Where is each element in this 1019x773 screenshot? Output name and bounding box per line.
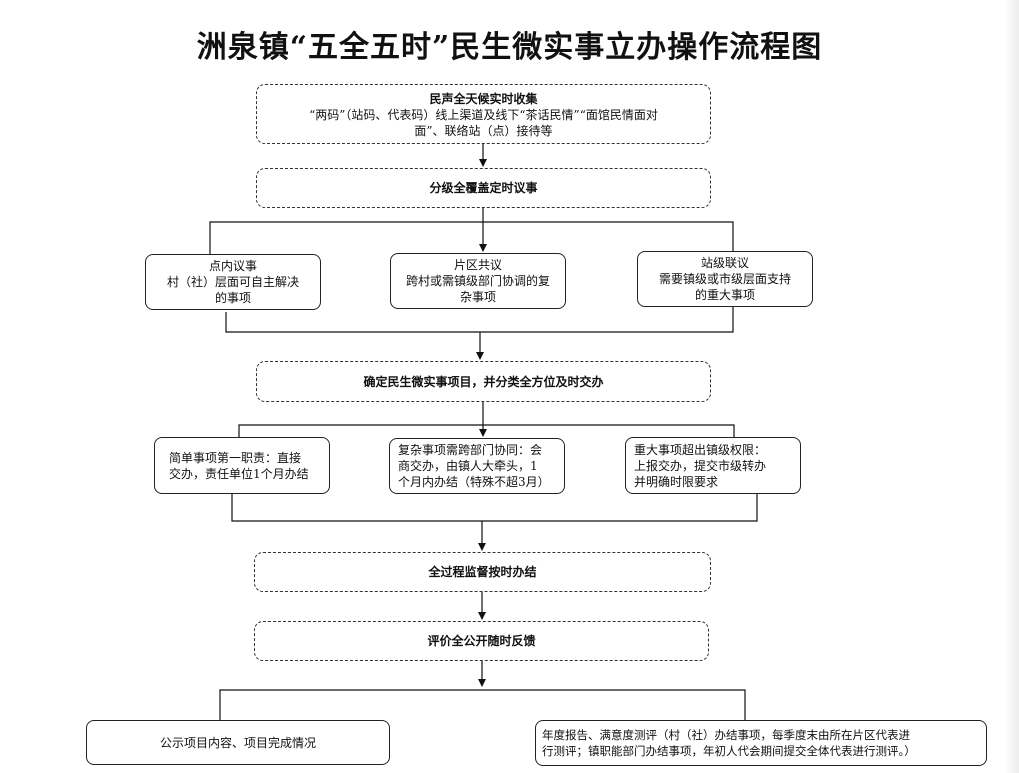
supervise-label: 全过程监督按时办结 (428, 565, 537, 579)
branch-line: 跨村或需镇级部门协调的复 (405, 274, 550, 288)
evaluate-box: 评价全公开随时反馈 (254, 621, 709, 661)
branch-line: 上报交办，提交市级转办 (634, 458, 767, 473)
branch-line: 复杂事项需跨部门协同：会 (398, 443, 543, 457)
bracket-discuss-bottom (225, 307, 734, 333)
discuss-label: 分级全覆盖定时议事 (429, 181, 538, 195)
branch-line: 行测评；镇职能部门办结事项，年初人代会期间提交全体代表进行测评。） (542, 744, 916, 758)
bracket-assign-bottom (231, 494, 758, 522)
branch-line: 站级联议 (700, 256, 749, 270)
page-title: 洲泉镇“五全五时”民生微实事立办操作流程图 (196, 30, 823, 65)
branch-line: 杂事项 (459, 290, 496, 304)
collect-line: 面”、联络站（点）接待等 (414, 123, 553, 138)
branch-line: 公示项目内容、项目完成情况 (159, 735, 316, 750)
evaluate-label: 评价全公开随时反馈 (427, 634, 536, 648)
branch-line: 交办，责任单位1个月办结 (169, 466, 309, 481)
collect-box: 民声全天候实时收集 “两码”（站码、代表码）线上渠道及线下“茶话民情”“面馆民情… (256, 84, 711, 144)
branch-line: 需要镇级或市级层面支持 (658, 272, 791, 286)
discuss-branch-station: 站级联议 需要镇级或市级层面支持 的重大事项 (637, 251, 813, 307)
branch-line: 的重大事项 (694, 288, 755, 302)
feedback-branch-publicity: 公示项目内容、项目完成情况 (86, 720, 390, 765)
discuss-box: 分级全覆盖定时议事 (256, 168, 711, 208)
feedback-branch-assessment: 年度报告、满意度测评（村（社）办结事项，每季度末由所在片区代表进 行测评；镇职能… (535, 720, 987, 766)
collect-heading: 民声全天候实时收集 (429, 91, 538, 106)
supervise-box: 全过程监督按时办结 (254, 552, 711, 592)
bracket-discuss (209, 221, 734, 255)
page-edge-shadow (1005, 0, 1019, 773)
confirm-label: 确定民生微实事项目，并分类全方位及时交办 (363, 374, 604, 389)
branch-line: 重大事项超出镇级权限： (634, 442, 767, 457)
bracket-feedback (219, 689, 746, 720)
confirm-box: 确定民生微实事项目，并分类全方位及时交办 (256, 361, 711, 402)
branch-line: 年度报告、满意度测评（村（社）办结事项，每季度末由所在片区代表进 (542, 728, 910, 742)
assign-branch-simple: 简单事项第一职责：直接 交办，责任单位1个月办结 (154, 437, 330, 494)
branch-line: 简单事项第一职责：直接 (169, 450, 302, 465)
branch-line: 个月内办结（特殊不超3月） (398, 475, 550, 489)
discuss-branch-village: 点内议事 村（社）层面可自主解决 的事项 (145, 254, 321, 310)
collect-line: “两码”（站码、代表码）线上渠道及线下“茶话民情”“面馆民情面对 (309, 107, 658, 122)
branch-line: 并明确时限要求 (634, 474, 719, 489)
branch-line: 点内议事 (208, 259, 257, 273)
branch-line: 的事项 (214, 291, 251, 305)
assign-branch-major: 重大事项超出镇级权限： 上报交办，提交市级转办 并明确时限要求 (625, 437, 801, 494)
assign-branch-complex: 复杂事项需跨部门协同：会 商交办，由镇人大牵头，1 个月内办结（特殊不超3月） (389, 438, 565, 494)
discuss-branch-district: 片区共议 跨村或需镇级部门协调的复 杂事项 (390, 253, 566, 309)
branch-line: 村（社）层面可自主解决 (166, 275, 299, 289)
bracket-assign (238, 424, 735, 440)
branch-line: 商交办，由镇人大牵头，1 (398, 459, 538, 473)
branch-line: 片区共议 (453, 258, 502, 272)
